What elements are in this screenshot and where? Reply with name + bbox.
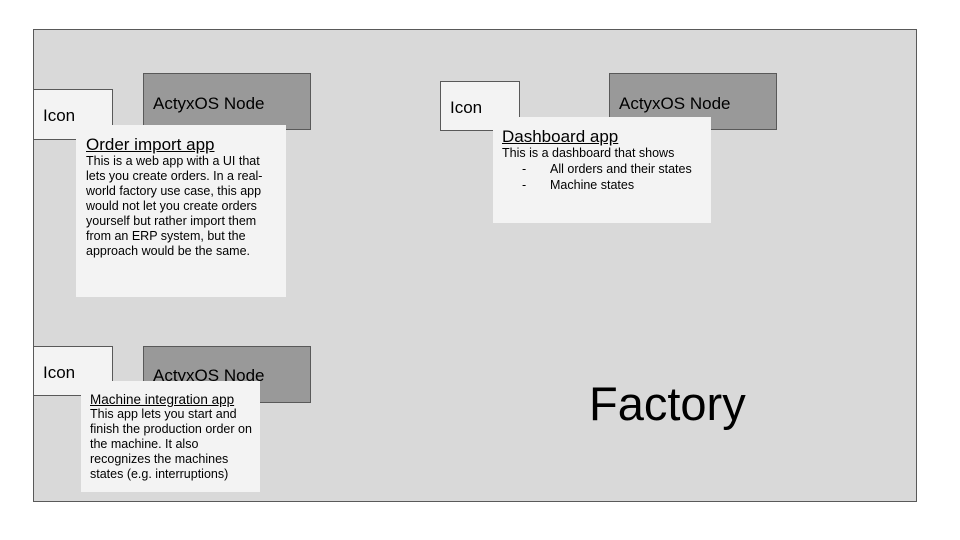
bullet-dash: - bbox=[522, 178, 527, 192]
bullet-dash: - bbox=[522, 162, 527, 176]
order-import-icon-box: Icon bbox=[33, 89, 113, 140]
node-label: ActyxOS Node bbox=[153, 94, 265, 113]
dashboard-icon-box: Icon bbox=[440, 81, 520, 131]
bullet-text: Machine states bbox=[550, 178, 635, 192]
dashboard-bullet-list: - All orders and their states - Machine … bbox=[502, 161, 705, 193]
node-label: ActyxOS Node bbox=[619, 94, 731, 113]
order-import-app-title: Order import app bbox=[86, 135, 215, 154]
bullet-text: All orders and their states bbox=[550, 162, 692, 176]
machine-integration-app-card: Machine integration app This app lets yo… bbox=[81, 381, 260, 492]
machine-integration-app-description: This app lets you start and finish the p… bbox=[90, 407, 252, 481]
dashboard-app-title: Dashboard app bbox=[502, 127, 619, 146]
list-item: - All orders and their states bbox=[502, 161, 705, 177]
node-label: ActyxOS Node bbox=[153, 366, 265, 385]
icon-label: Icon bbox=[43, 106, 76, 125]
dashboard-app-card: Dashboard app This is a dashboard that s… bbox=[493, 117, 711, 223]
dashboard-app-intro: This is a dashboard that shows bbox=[502, 146, 675, 160]
order-import-actyxos-node: ActyxOS Node bbox=[143, 73, 311, 130]
list-item: - Machine states bbox=[502, 177, 705, 193]
machine-integration-app-title: Machine integration app bbox=[90, 392, 235, 407]
icon-label: Icon bbox=[450, 98, 483, 117]
order-import-app-description: This is a web app with a UI that lets yo… bbox=[86, 154, 263, 258]
order-import-app-card: Order import app This is a web app with … bbox=[76, 125, 286, 297]
factory-label: Factory bbox=[589, 377, 746, 430]
icon-label: Icon bbox=[43, 363, 76, 382]
